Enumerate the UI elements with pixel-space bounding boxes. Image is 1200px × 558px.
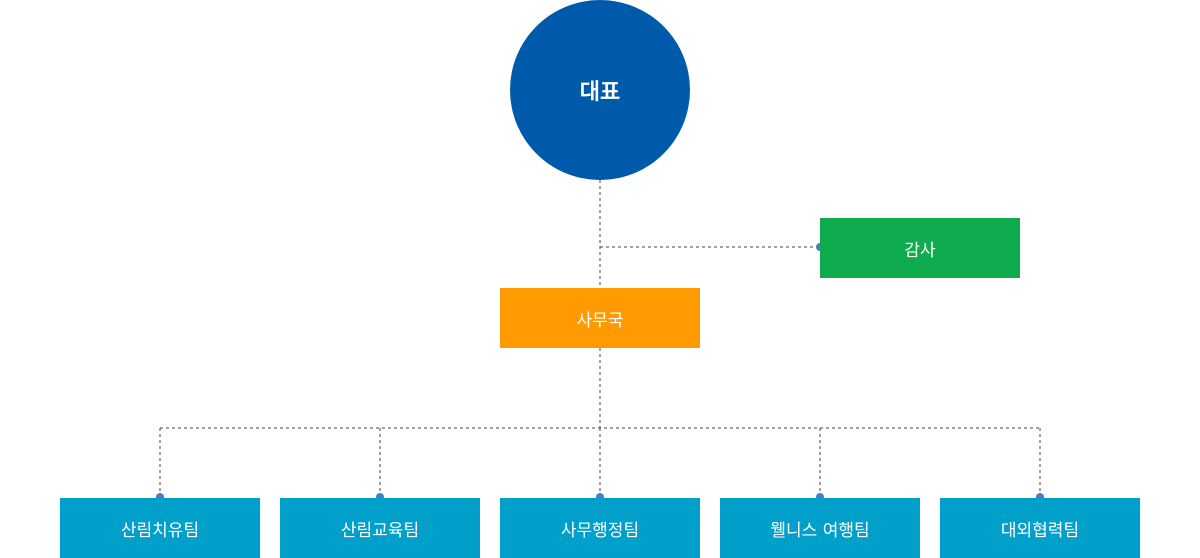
ceo-label: 대표	[579, 80, 621, 105]
team-node-forest-education: 산림교육팀	[280, 498, 480, 558]
ceo-node: 대표	[510, 0, 690, 180]
team-label: 대외협력팀	[1000, 520, 1080, 541]
audit-label: 감사	[904, 240, 936, 261]
team-label: 사무행정팀	[560, 520, 640, 541]
team-label: 산림치유팀	[120, 520, 200, 541]
team-node-external-cooperation: 대외협력팀	[940, 498, 1140, 558]
team-node-forest-healing: 산림치유팀	[60, 498, 260, 558]
secretariat-node: 사무국	[500, 288, 700, 348]
audit-node: 감사	[820, 218, 1020, 278]
team-node-wellness-travel: 웰니스 여행팀	[720, 498, 920, 558]
team-label: 웰니스 여행팀	[770, 520, 870, 541]
secretariat-label: 사무국	[576, 310, 624, 331]
team-node-administration: 사무행정팀	[500, 498, 700, 558]
team-label: 산림교육팀	[340, 520, 420, 541]
